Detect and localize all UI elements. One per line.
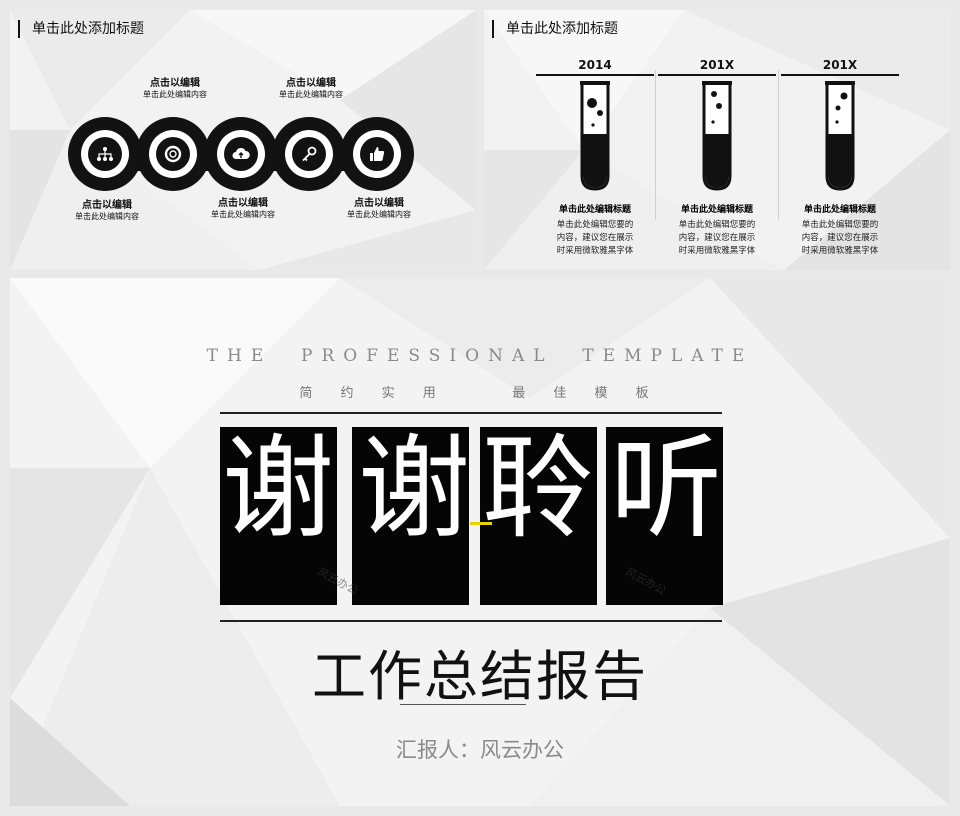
test-tube-icon (658, 76, 776, 196)
timeline-column-1[interactable]: 2014 单击此处编辑标题 单击此处编辑您要的内容，建议您在展示时采用微软雅黑字… (536, 58, 654, 258)
year-label: 2014 (578, 58, 612, 72)
label-bold: 点击以编辑 (218, 198, 268, 209)
key-icon (302, 146, 317, 162)
column-body: 单击此处编辑您要的内容，建议您在展示时采用微软雅黑字体 (678, 220, 756, 256)
column-heading: 单击此处编辑标题 (558, 205, 631, 215)
char-block-3 (480, 427, 597, 605)
char-block-4 (606, 427, 723, 605)
label-bottom-3[interactable]: 点击以编辑 单击此处编辑内容 (334, 194, 424, 220)
accent-dash (470, 522, 492, 525)
label-top-1[interactable]: 点击以编辑 单击此处编辑内容 (130, 74, 220, 100)
test-tube-icon (536, 76, 654, 196)
char-ling[interactable]: 聆 (482, 424, 594, 554)
circle-step-3[interactable] (204, 117, 278, 191)
label-bottom-1[interactable]: 点击以编辑 单击此处编辑内容 (62, 196, 152, 222)
timeline-column-3[interactable]: 201X 单击此处编辑标题 单击此处编辑您要的内容，建议您在展示时采用微软雅黑字… (781, 58, 899, 258)
slide-title[interactable]: 单击此处添加标题 (492, 20, 618, 38)
network-icon (97, 147, 113, 161)
slide-thank-you[interactable]: THE PROFESSIONAL TEMPLATE 简 约 实 用 最 佳 模 … (10, 278, 950, 806)
lifebuoy-icon (164, 145, 182, 163)
label-sub: 单击此处编辑内容 (279, 90, 343, 99)
title-underline (400, 704, 526, 705)
slide-title[interactable]: 单击此处添加标题 (18, 20, 144, 38)
column-divider (778, 70, 779, 220)
label-sub: 单击此处编辑内容 (143, 90, 207, 99)
label-top-2[interactable]: 点击以编辑 单击此处编辑内容 (266, 74, 356, 100)
circle-step-4[interactable] (272, 117, 346, 191)
char-ting[interactable]: 听 (610, 424, 722, 554)
char-block-1 (220, 427, 337, 605)
year-label: 201X (822, 58, 858, 72)
test-tube-icon (781, 76, 899, 196)
label-bottom-2[interactable]: 点击以编辑 单击此处编辑内容 (198, 194, 288, 220)
circle-step-1[interactable] (68, 117, 142, 191)
column-body: 单击此处编辑您要的内容，建议您在展示时采用微软雅黑字体 (801, 220, 879, 256)
label-sub: 单击此处编辑内容 (211, 210, 275, 219)
timeline-column-2[interactable]: 201X 单击此处编辑标题 单击此处编辑您要的内容，建议您在展示时采用微软雅黑字… (658, 58, 776, 258)
slide-process-circles[interactable]: 单击此处添加标题 点击以编辑 单击此处编辑内容 点击以编辑 单击此处编辑内容 (10, 10, 476, 270)
label-bold: 点击以编辑 (286, 78, 336, 89)
top-rule (220, 412, 722, 414)
char-xie-2[interactable]: 谢 (358, 424, 470, 554)
slide-test-tubes[interactable]: 单击此处添加标题 2014 单击此处编辑标题 单击此处编辑您要的内容，建议您在展… (484, 10, 950, 270)
column-divider (655, 70, 656, 220)
reporter-text[interactable]: 汇报人：风云办公 (396, 738, 564, 762)
bottom-rule (220, 620, 722, 622)
lowpoly-background (10, 278, 950, 806)
label-bold: 点击以编辑 (354, 198, 404, 209)
column-heading: 单击此处编辑标题 (680, 205, 753, 215)
column-heading: 单击此处编辑标题 (803, 205, 876, 215)
main-title[interactable]: 工作总结报告 (312, 645, 648, 708)
label-bold: 点击以编辑 (150, 78, 200, 89)
thumbs-up-icon (370, 147, 385, 161)
subtitle: 简 约 实 用 最 佳 模 板 (299, 386, 661, 401)
tagline: THE PROFESSIONAL TEMPLATE (206, 346, 754, 366)
char-xie-1[interactable]: 谢 (222, 424, 334, 554)
circle-step-2[interactable] (136, 117, 210, 191)
column-body: 单击此处编辑您要的内容，建议您在展示时采用微软雅黑字体 (556, 220, 634, 256)
label-sub: 单击此处编辑内容 (75, 212, 139, 221)
label-bold: 点击以编辑 (82, 200, 132, 211)
year-label: 201X (699, 58, 735, 72)
label-sub: 单击此处编辑内容 (347, 210, 411, 219)
cloud-upload-icon (232, 147, 250, 159)
char-block-2 (352, 427, 469, 605)
circle-step-5[interactable] (340, 117, 414, 191)
